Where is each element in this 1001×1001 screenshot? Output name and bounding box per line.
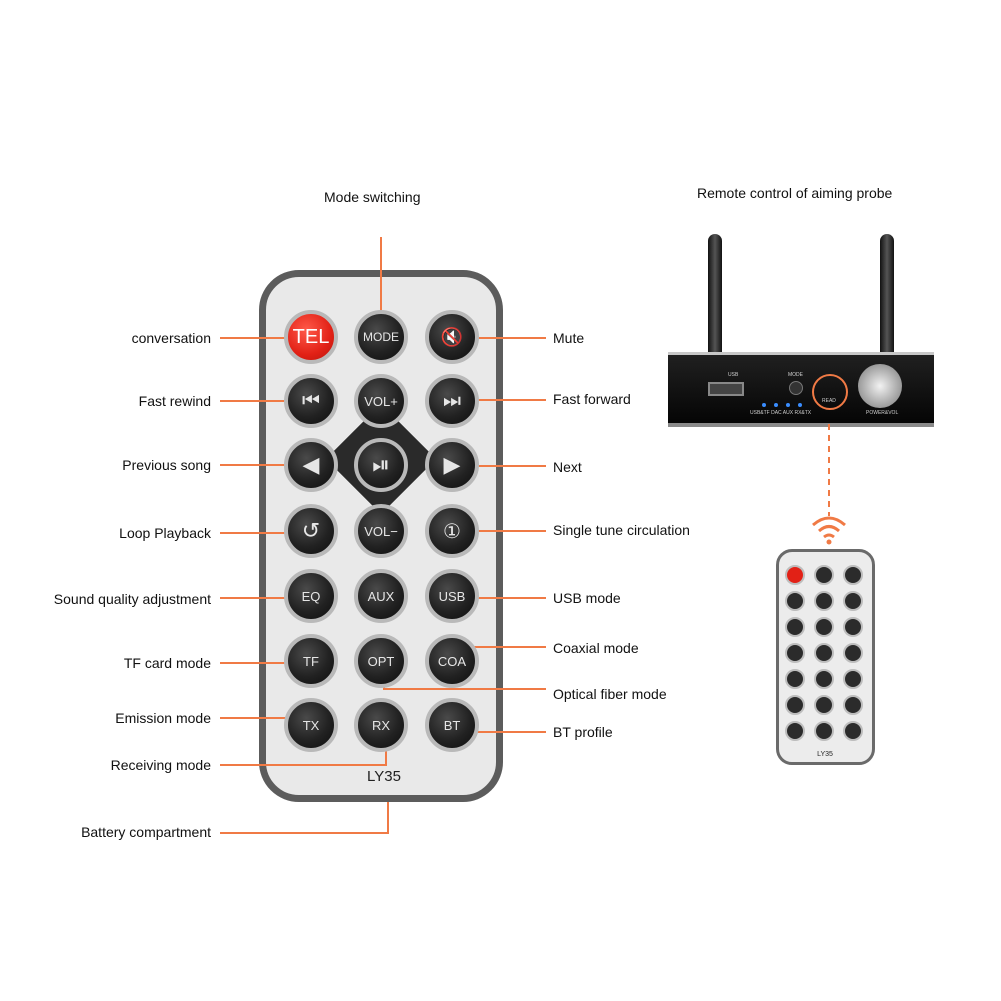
leader-line [220, 764, 386, 766]
label-fast-rewind: Fast rewind [138, 393, 211, 409]
led-indicator [762, 403, 766, 407]
bt-button[interactable]: BT [425, 698, 479, 752]
small-remote-button [785, 695, 805, 715]
label-optical-fiber-mode: Optical fiber mode [553, 686, 667, 702]
leader-line [470, 731, 546, 733]
small-remote-button [785, 721, 805, 741]
led-indicator [798, 403, 802, 407]
vol-up-button[interactable]: VOL+ [354, 374, 408, 428]
label-tf-card-mode: TF card mode [123, 655, 211, 671]
small-remote-button [814, 695, 834, 715]
tf-button[interactable]: TF [284, 634, 338, 688]
previous-icon[interactable]: ◀ [284, 438, 338, 492]
play-pause-icon[interactable]: ⏯ [354, 438, 408, 492]
leader-line [383, 688, 546, 690]
small-remote-button [785, 591, 805, 611]
leader-line [380, 237, 382, 317]
antenna-right [880, 234, 894, 354]
leader-line [468, 530, 546, 532]
small-remote-model-name: LY35 [817, 751, 833, 758]
leader-line [220, 400, 295, 402]
leader-line [220, 662, 295, 664]
label-fast-forward: Fast forward [553, 391, 631, 407]
label-loop-playback: Loop Playback [119, 525, 211, 541]
power-volume-knob [858, 364, 902, 408]
leader-line [220, 717, 295, 719]
tx-button[interactable]: TX [284, 698, 338, 752]
mode-button[interactable]: MODE [354, 310, 408, 364]
label-conversation: conversation [131, 330, 211, 346]
antenna-left [708, 234, 722, 354]
small-remote-button [814, 721, 834, 741]
device-mode-label: MODE [788, 372, 803, 378]
loop-icon[interactable]: ↺ [284, 504, 338, 558]
rewind-icon[interactable]: ⏮ [284, 374, 338, 428]
small-remote-button [843, 669, 863, 689]
small-remote-button [814, 617, 834, 637]
leader-line [468, 465, 546, 467]
leader-line [468, 399, 546, 401]
small-remote-button [814, 591, 834, 611]
small-remote-button [843, 721, 863, 741]
tel-button[interactable]: TEL [284, 310, 338, 364]
small-remote-button [843, 591, 863, 611]
next-icon[interactable]: ▶ [425, 438, 479, 492]
small-remote-button [785, 617, 805, 637]
leader-line [387, 802, 389, 834]
ir-receiver-highlight [812, 374, 848, 410]
label-receiving-mode: Receiving mode [110, 757, 211, 773]
leader-line [220, 832, 389, 834]
leader-line [220, 532, 295, 534]
small-remote-button [843, 565, 863, 585]
remote-model-name: LY35 [367, 768, 401, 785]
small-tel-button [785, 565, 805, 585]
mute-icon[interactable]: 🔇 [425, 310, 479, 364]
label-mute: Mute [553, 330, 585, 346]
label-bt-profile: BT profile [553, 724, 613, 740]
device-power-label: POWER&VOL [866, 410, 899, 416]
vol-down-button[interactable]: VOL− [354, 504, 408, 558]
device-usb-label: USB [728, 372, 739, 378]
label-usb-mode: USB mode [553, 590, 621, 606]
label-sound-quality: Sound quality adjustment [53, 591, 211, 607]
wireless-signal-icon [812, 516, 846, 545]
leader-line [220, 464, 295, 466]
small-remote-button [814, 643, 834, 663]
device-read-label: READ [822, 398, 836, 404]
led-indicator [774, 403, 778, 407]
device-led-labels: USB&TF DAC AUX RX&TX [750, 410, 812, 416]
mode-switching-label: Mode switching [324, 189, 421, 205]
label-single-tune: Single tune circulation [553, 522, 690, 538]
label-previous-song: Previous song [122, 457, 211, 473]
remote-probe-label: Remote control of aiming probe [697, 185, 893, 201]
ir-beam-dashed-line [828, 424, 830, 516]
aux-button[interactable]: AUX [354, 569, 408, 623]
label-emission-mode: Emission mode [115, 710, 211, 726]
small-remote-button [814, 565, 834, 585]
led-indicator [786, 403, 790, 407]
small-remote-button [843, 695, 863, 715]
rx-button[interactable]: RX [354, 698, 408, 752]
small-remote-button [785, 669, 805, 689]
usb-port [708, 382, 744, 396]
opt-button[interactable]: OPT [354, 634, 408, 688]
leader-line [468, 337, 546, 339]
mode-key [789, 381, 803, 395]
forward-icon[interactable]: ⏭ [425, 374, 479, 428]
usb-button[interactable]: USB [425, 569, 479, 623]
coa-button[interactable]: COA [425, 634, 479, 688]
leader-line [468, 597, 546, 599]
label-coaxial-mode: Coaxial mode [553, 640, 639, 656]
eq-button[interactable]: EQ [284, 569, 338, 623]
label-battery-compartment: Battery compartment [81, 824, 211, 840]
single-loop-icon[interactable]: ① [425, 504, 479, 558]
leader-line [220, 337, 295, 339]
small-remote-button [814, 669, 834, 689]
small-remote-button [785, 643, 805, 663]
label-next: Next [553, 459, 582, 475]
leader-line [220, 597, 295, 599]
small-remote-button [843, 643, 863, 663]
small-remote-button [843, 617, 863, 637]
leader-line [470, 646, 546, 648]
